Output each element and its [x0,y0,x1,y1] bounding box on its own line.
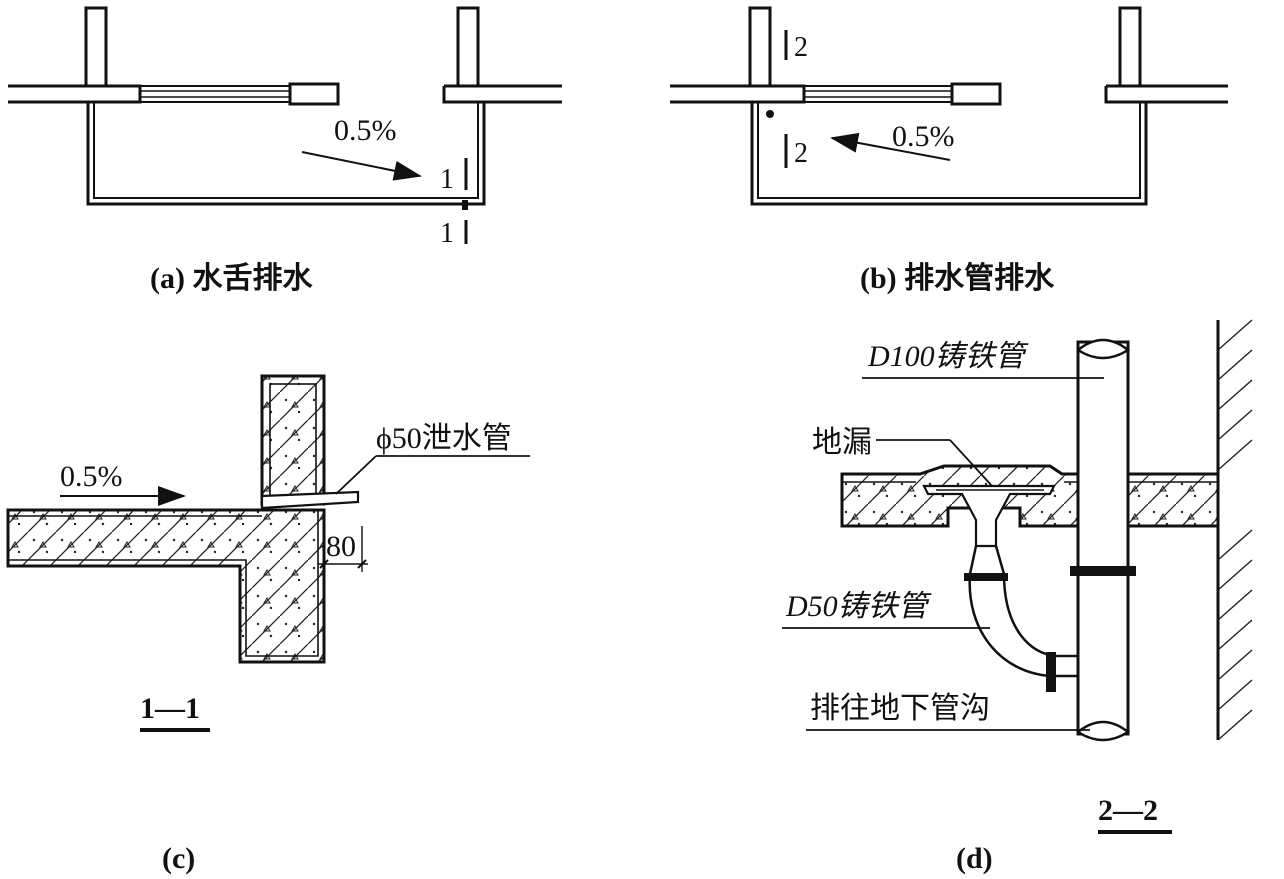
balcony-outline [750,102,1148,206]
slab-and-beam [6,508,326,664]
panel-b: 0.5% 2 2 (b) 排水管排水 [670,6,1228,295]
panel-d: D100铸铁管 地漏 D50铸铁管 排往地下管沟 2—2 (d) [782,319,1253,875]
main-pipe-break-top [1077,338,1131,360]
slope-arrow [830,132,951,161]
branch-pipe [968,545,1078,678]
dimension-label: 80 [326,530,356,563]
water-spout [462,200,468,210]
beam-inner-line [8,510,319,657]
floor-drain-label: 地漏 [812,426,872,459]
window [803,82,1002,106]
slope-label: 0.5% [892,120,955,153]
wall-hatch [1217,319,1253,741]
wall-top-right [1104,84,1228,104]
pipe-label: ϕ50泄水管 [376,422,512,455]
branch-pipe-flange [1046,652,1056,692]
floor-drain-leader-2 [949,439,993,487]
branch-pipe-joint [964,573,1008,581]
drain-pipe [260,490,360,510]
caption-d: (d) [956,842,993,875]
balcony-inner [93,102,479,199]
drain-pipe-dot [766,110,774,118]
outlet-label: 排往地下管沟 [810,692,990,725]
balcony-outline [86,102,486,206]
main-pipe-joint [1070,566,1136,576]
wall-top-right [442,84,562,104]
wall-left-column [748,6,772,88]
wall-left-column [84,6,108,88]
wall-right-column [456,6,480,88]
section-mark-top: 2 [794,32,808,63]
section-title: 2—2 [1098,794,1158,827]
floor-slab [840,464,1220,528]
panel-a: 0.5% 1 1 (a) 水舌排水 [8,6,562,295]
slope-arrow [301,151,422,181]
panel-c: ϕ50泄水管 0.5% 80 1—1 (c) [6,374,530,875]
pipe-label-leader [335,455,377,495]
section-mark-bottom: 2 [794,138,808,169]
main-pipe [1076,340,1130,736]
section-mark-top: 1 [440,164,454,195]
wall-right-column [1118,6,1142,88]
caption-c: (c) [162,842,195,875]
section-mark-bottom: 1 [440,218,454,249]
slope-label: 0.5% [334,114,397,147]
branch-pipe-label: D50铸铁管 [785,590,932,623]
main-pipe-break-bottom [1077,720,1131,742]
section-title: 1—1 [140,692,200,725]
balcony-inner [757,102,1141,199]
dimension-80 [318,510,368,572]
window [139,82,340,106]
wall-top-left [670,84,806,104]
wall-top-left [8,84,142,104]
slope-label: 0.5% [60,460,123,493]
caption-b: (b) 排水管排水 [860,262,1055,295]
main-pipe-label: D100铸铁管 [867,340,1029,373]
caption-a: (a) 水舌排水 [150,262,313,295]
parapet [260,374,326,506]
